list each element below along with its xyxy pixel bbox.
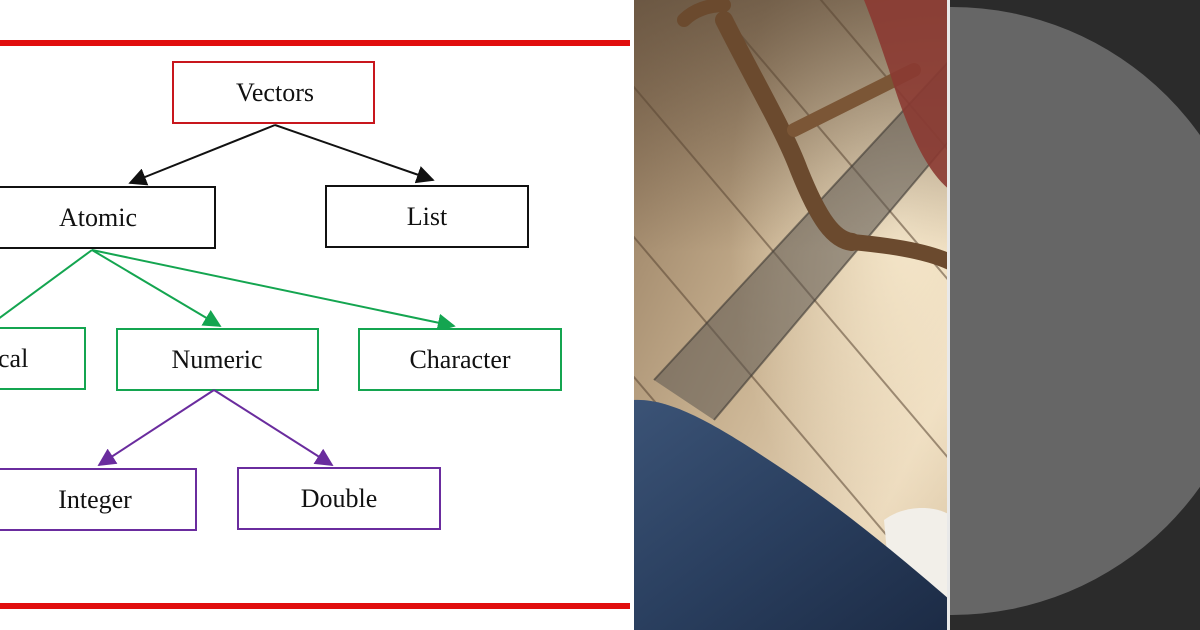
- edge-numeric-double: [213, 389, 334, 466]
- dark-side-panel: [950, 0, 1200, 630]
- vector-hierarchy-diagram: Vectors Atomic List cal Numeric Char: [0, 40, 630, 609]
- node-integer: Integer: [0, 468, 197, 531]
- node-vectors-label: Vectors: [236, 78, 314, 107]
- node-integer-label: Integer: [58, 485, 132, 514]
- panel-divider: [947, 0, 952, 630]
- node-list: List: [325, 185, 529, 248]
- edge-atomic-logical: [0, 249, 93, 319]
- photo-illustration: [634, 0, 950, 630]
- gray-disc: [950, 7, 1200, 615]
- node-list-label: List: [407, 202, 448, 231]
- edge-atomic-character: [91, 249, 456, 332]
- node-numeric: Numeric: [116, 328, 319, 391]
- node-atomic-label: Atomic: [59, 203, 137, 232]
- wooden-floor-photo: [634, 0, 950, 630]
- node-atomic: Atomic: [0, 186, 216, 249]
- node-logical: cal: [0, 327, 86, 390]
- edge-numeric-integer: [97, 389, 215, 466]
- node-double-label: Double: [301, 484, 378, 513]
- edge-atomic-numeric: [91, 249, 222, 327]
- node-vectors: Vectors: [172, 61, 375, 124]
- node-character-label: Character: [409, 345, 510, 374]
- node-double: Double: [237, 467, 441, 530]
- node-character: Character: [358, 328, 562, 391]
- node-logical-label: cal: [0, 344, 28, 373]
- node-numeric-label: Numeric: [172, 345, 263, 374]
- diagram-canvas: Vectors Atomic List cal Numeric Char: [0, 40, 630, 609]
- edge-vectors-atomic: [128, 124, 276, 186]
- edge-vectors-list: [274, 124, 435, 184]
